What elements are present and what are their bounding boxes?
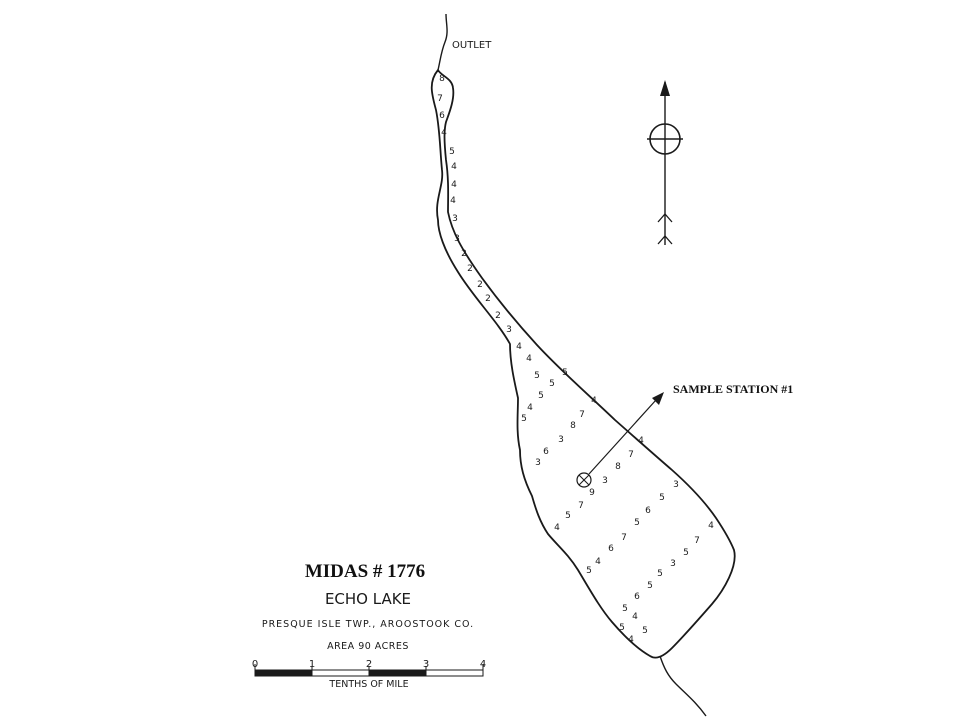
scale-tick-3: 3 bbox=[423, 659, 429, 670]
depth-sounding: 5 bbox=[622, 604, 628, 614]
map-title: MIDAS # 1776 bbox=[305, 561, 425, 582]
depth-sounding: 7 bbox=[621, 533, 627, 543]
scale-bar: 0 1 2 3 4 TENTHS OF MILE bbox=[252, 659, 486, 690]
depth-sounding: 4 bbox=[451, 162, 457, 172]
depth-sounding: 3 bbox=[454, 234, 460, 244]
lake-shoreline bbox=[430, 69, 736, 659]
depth-sounding: 3 bbox=[506, 325, 512, 335]
depth-sounding: 5 bbox=[521, 414, 527, 424]
depth-sounding: 7 bbox=[437, 94, 443, 104]
depth-soundings: 8764544433222223445555454783634783935657… bbox=[437, 74, 714, 645]
depth-sounding: 7 bbox=[694, 536, 700, 546]
depth-sounding: 5 bbox=[534, 371, 540, 381]
depth-sounding: 4 bbox=[526, 354, 532, 364]
depth-sounding: 4 bbox=[595, 557, 601, 567]
scale-units: TENTHS OF MILE bbox=[328, 679, 408, 690]
depth-sounding: 7 bbox=[628, 450, 634, 460]
depth-sounding: 6 bbox=[634, 592, 640, 602]
depth-sounding: 5 bbox=[586, 566, 592, 576]
location-text: PRESQUE ISLE TWP., AROOSTOOK CO. bbox=[262, 619, 474, 630]
depth-sounding: 5 bbox=[449, 147, 455, 157]
station-leader-line bbox=[588, 399, 657, 475]
depth-sounding: 6 bbox=[543, 447, 549, 457]
depth-sounding: 8 bbox=[570, 421, 576, 431]
depth-sounding: 4 bbox=[516, 342, 522, 352]
depth-sounding: 4 bbox=[632, 612, 638, 622]
depth-sounding: 5 bbox=[549, 379, 555, 389]
depth-sounding: 9 bbox=[589, 488, 595, 498]
circle-x-icon bbox=[576, 472, 592, 488]
depth-sounding: 3 bbox=[602, 476, 608, 486]
depth-sounding: 4 bbox=[708, 521, 714, 531]
inlet-stream bbox=[659, 655, 707, 717]
arrowhead-icon bbox=[652, 392, 664, 405]
depth-sounding: 2 bbox=[495, 311, 501, 321]
depth-sounding: 4 bbox=[527, 403, 533, 413]
depth-sounding: 4 bbox=[638, 436, 644, 446]
depth-sounding: 5 bbox=[634, 518, 640, 528]
depth-sounding: 3 bbox=[452, 214, 458, 224]
depth-sounding: 4 bbox=[554, 523, 560, 533]
depth-sounding: 5 bbox=[619, 623, 625, 633]
depth-sounding: 5 bbox=[657, 569, 663, 579]
depth-sounding: 3 bbox=[670, 559, 676, 569]
outlet-label: OUTLET bbox=[452, 40, 492, 51]
depth-sounding: 2 bbox=[477, 280, 483, 290]
depth-sounding: 8 bbox=[439, 74, 445, 84]
depth-sounding: 5 bbox=[683, 548, 689, 558]
depth-sounding: 4 bbox=[591, 396, 597, 406]
scale-tick-2: 2 bbox=[366, 659, 372, 670]
depth-sounding: 5 bbox=[565, 511, 571, 521]
depth-sounding: 4 bbox=[628, 635, 634, 645]
sample-station-label: SAMPLE STATION #1 bbox=[673, 382, 793, 396]
depth-sounding: 2 bbox=[461, 249, 467, 259]
depth-sounding: 6 bbox=[645, 506, 651, 516]
depth-sounding: 3 bbox=[535, 458, 541, 468]
depth-sounding: 6 bbox=[439, 111, 445, 121]
area-text: AREA 90 ACRES bbox=[327, 641, 409, 652]
depth-sounding: 4 bbox=[450, 196, 456, 206]
depth-sounding: 4 bbox=[441, 128, 447, 138]
depth-sounding: 2 bbox=[485, 294, 491, 304]
depth-sounding: 5 bbox=[659, 493, 665, 503]
depth-sounding: 4 bbox=[451, 180, 457, 190]
depth-sounding: 3 bbox=[558, 435, 564, 445]
depth-sounding: 5 bbox=[538, 391, 544, 401]
scale-tick-1: 1 bbox=[309, 659, 315, 670]
depth-sounding: 7 bbox=[578, 501, 584, 511]
outlet-stream bbox=[437, 13, 448, 71]
depth-sounding: 5 bbox=[562, 368, 568, 378]
depth-sounding: 6 bbox=[608, 544, 614, 554]
lake-name: ECHO LAKE bbox=[325, 590, 411, 608]
depth-sounding: 2 bbox=[467, 264, 473, 274]
depth-sounding: 7 bbox=[579, 410, 585, 420]
depth-sounding: 5 bbox=[647, 581, 653, 591]
north-arrow-icon bbox=[647, 80, 683, 245]
depth-sounding: 3 bbox=[673, 480, 679, 490]
sample-station-marker bbox=[576, 392, 664, 488]
depth-sounding: 8 bbox=[615, 462, 621, 472]
depth-sounding: 5 bbox=[642, 626, 648, 636]
